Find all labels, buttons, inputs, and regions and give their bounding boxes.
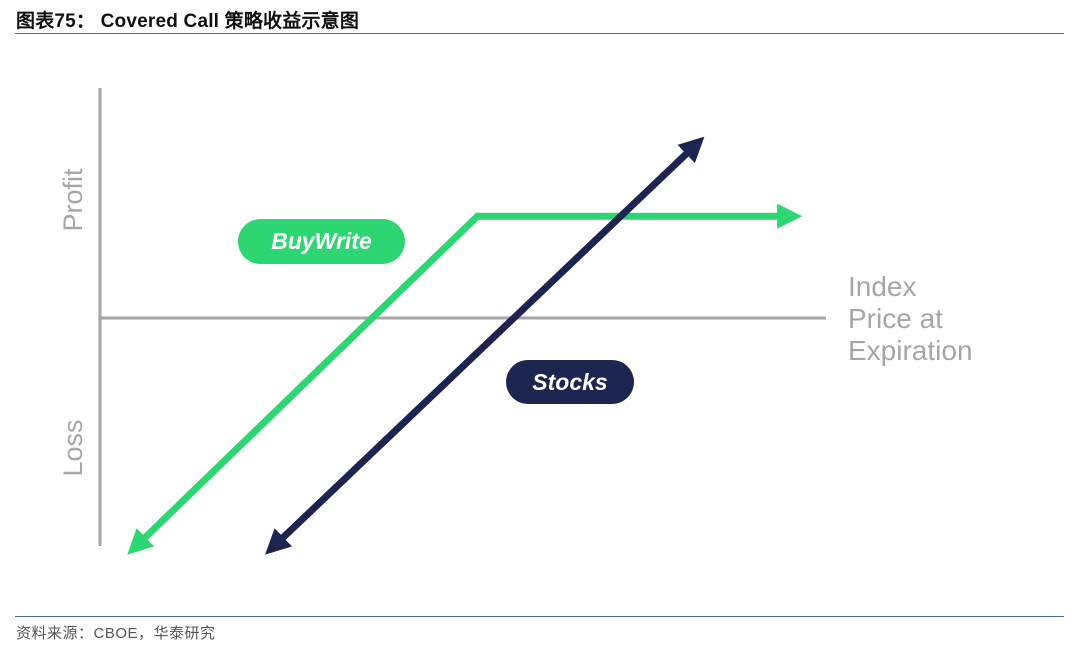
legend-pill-buywrite: BuyWrite [238,219,405,264]
legend-pill-stocks-bg [506,360,634,404]
title-divider [15,33,1064,34]
source-note: 资料来源：CBOE，华泰研究 [16,625,216,642]
x-label-line-2: Price at [848,303,943,334]
figure-title: 图表75： Covered Call 策略收益示意图 [16,11,360,32]
x-label-line-1: Index [848,271,917,302]
x-axis-label: Index Price at Expiration [848,271,973,366]
source-divider [15,616,1064,617]
legend-label-buywrite: BuyWrite [271,228,372,254]
legend-label-stocks: Stocks [532,369,607,395]
x-label-line-3: Expiration [848,335,973,366]
series-line-buywrite [127,203,803,555]
legend-pill-stocks: Stocks [506,360,634,404]
series-line-stocks [265,136,705,555]
y-label-profit: Profit [58,168,88,232]
legend-pill-buywrite-bg [238,219,405,264]
y-label-loss: Loss [58,419,88,476]
